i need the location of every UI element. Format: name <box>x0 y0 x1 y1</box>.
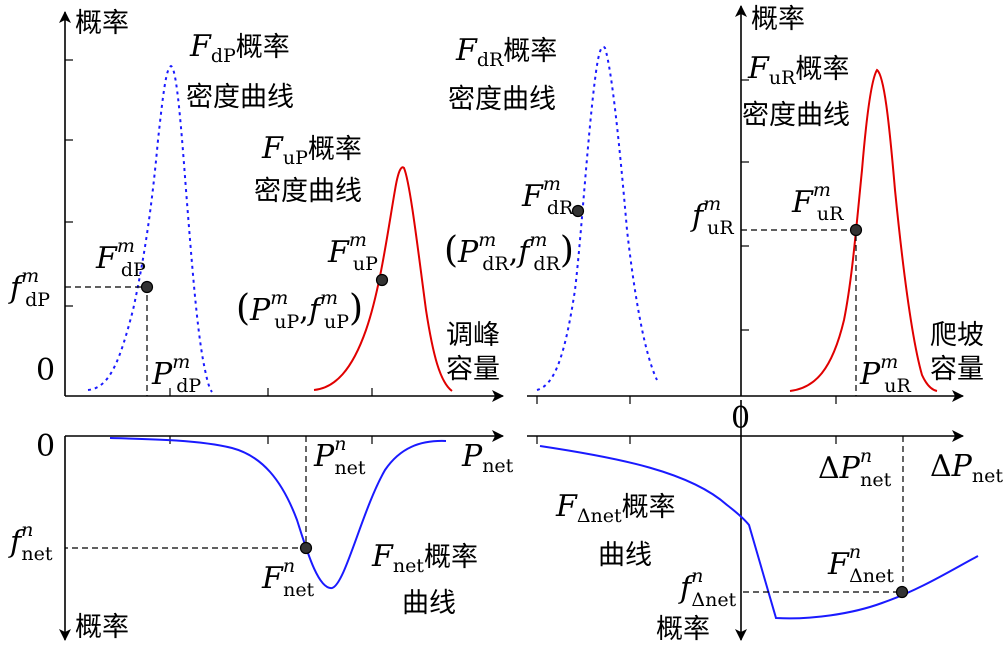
ramp-capacity-label-2: 容量 <box>930 354 984 385</box>
point-fur <box>849 223 863 237</box>
axis-ticks <box>65 59 837 444</box>
fdp-curve-title-1: FdP概率 <box>189 29 290 67</box>
peak-capacity-label-1: 调峰 <box>446 320 500 351</box>
fdr-density-curve <box>536 45 658 391</box>
fdr-curve-title-1: FdR概率 <box>455 33 557 71</box>
point-fnet <box>299 541 313 555</box>
fup-density-curve <box>313 166 453 392</box>
dashed-guides <box>65 229 904 593</box>
fur-curve-title-2: 密度曲线 <box>742 100 850 131</box>
fdp-density-curve <box>87 64 213 393</box>
prob-label-top-left: 概率 <box>75 8 129 39</box>
point-fdr <box>571 204 585 218</box>
ramp-capacity-label-1: 爬坡 <box>930 320 984 351</box>
delta-pnet-axis-label: ΔPnet <box>930 449 1003 487</box>
zero-label-center: 0 <box>731 401 750 436</box>
pnet-axis-label: Pnet <box>461 439 514 477</box>
fnet-probability-curve <box>109 437 447 589</box>
prob-label-top-right: 概率 <box>751 4 805 35</box>
fnet-curve-title-1: Fnet概率 <box>371 539 478 577</box>
fup-curve-title-1: FuP概率 <box>261 131 362 169</box>
zero-label-top-left: 0 <box>36 353 55 388</box>
fdp-curve-title-2: 密度曲线 <box>186 82 294 113</box>
zero-label-bottom-left: 0 <box>36 429 55 464</box>
point-fdeltanet <box>895 585 909 599</box>
fur-curve-title-1: FuR概率 <box>747 51 849 89</box>
fdr-curve-title-2: 密度曲线 <box>448 84 556 115</box>
prob-label-bottom-left: 概率 <box>75 612 129 643</box>
point-fup <box>375 273 389 287</box>
peak-capacity-label-2: 容量 <box>446 354 500 385</box>
fdeltanet-curve-title-2: 曲线 <box>598 540 652 571</box>
fnet-curve-title-2: 曲线 <box>402 588 456 619</box>
point-fdp <box>140 280 154 294</box>
fdeltanet-curve-title-1: FΔnet概率 <box>555 489 676 527</box>
fdeltanet-probability-curve <box>539 445 979 620</box>
fur-density-curve <box>789 68 938 392</box>
fup-curve-title-2: 密度曲线 <box>254 176 362 207</box>
prob-label-bottom-right: 概率 <box>656 614 710 645</box>
